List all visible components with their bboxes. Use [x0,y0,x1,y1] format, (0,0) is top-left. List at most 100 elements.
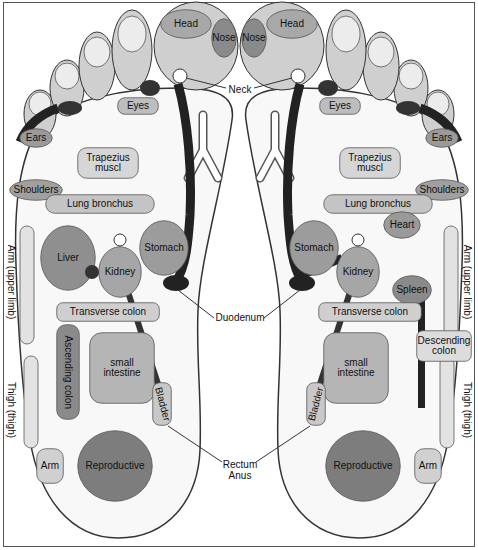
zone-fill [37,449,64,484]
reflex-zone: Kidney [98,246,142,298]
zone-label: Nose [212,33,235,44]
zone-label: Stomach [144,243,183,254]
zone-fill [57,303,160,322]
zone-fill [78,148,139,179]
zone-label: Transverse colon [332,307,408,318]
big-toe [240,2,324,90]
leader-line [178,290,214,318]
reflex-zone: Ascending colon [56,324,80,420]
thigh-strip [24,356,38,448]
reflex-zone: Bladder [306,382,326,426]
side-label: Arm (upper limb) [6,245,17,319]
zone-label: Reproductive [334,461,393,472]
reflex-zone: Eyes [319,97,361,115]
reflex-zone: Arm [36,448,64,484]
zone-label: Descending colon [416,336,472,357]
zone-fill [118,98,159,115]
zone-label: Trapezius muscl [341,153,399,174]
zone-fill [324,333,389,404]
reflex-zone: small intestine [323,332,389,404]
reflex-zone: Reproductive [325,430,401,502]
zone-fill [153,383,172,426]
zone-fill [340,148,401,179]
neck-circle [291,69,305,83]
zone-label: Ears [432,133,453,144]
zone-label: Spleen [396,285,427,296]
zone-fill [20,129,53,148]
zone-fill [212,19,237,58]
foot-outline [246,88,463,538]
zone-fill [242,19,267,58]
zone-label: Head [280,19,304,30]
zone-label: Transverse colon [70,307,146,318]
thigh-strip [440,356,454,448]
reflex-zone: Head [160,9,212,39]
zone-fill [307,383,326,426]
toe-tip [84,37,110,67]
zone-label: Shoulders [419,185,464,196]
toe [79,32,115,100]
reflex-zone: Ears [425,128,459,148]
reflex-zone: Lung bronchus [45,194,155,214]
zone-fill [319,303,422,322]
reflex-zone: Heart [383,211,421,239]
reflex-zone: Ears [19,128,53,148]
zone-label: Ears [26,133,47,144]
white-dot [352,234,364,246]
leader-lines [168,78,310,462]
zone-fill [161,10,212,39]
side-label: Arm (upper limb) [462,245,473,319]
zone-fill [46,195,155,214]
zone-label: Eyes [329,101,351,112]
zone-label: Kidney [343,267,374,278]
zone-label: Heart [390,220,414,231]
zone-fill [78,431,153,502]
dark-spot [140,80,160,96]
zone-fill [267,10,318,39]
reflex-zone: Lung bronchus [323,194,433,214]
leader-line [168,426,222,462]
toe-tip [332,16,360,52]
reflex-zone: Descending colon [416,330,472,362]
left-foot [16,2,238,538]
right-foot [240,2,462,538]
toe [112,10,152,90]
side-label: Thigh (thigh) [6,382,17,438]
zone-label: Arm [41,461,59,472]
dark-dot [85,265,99,279]
toe [363,32,399,100]
zone-fill [393,276,432,305]
zone-fill [140,221,189,276]
reflex-zone: Transverse colon [318,302,422,322]
zone-label: Lung bronchus [345,199,411,210]
zone-label: Reproductive [86,461,145,472]
reflex-zone: Eyes [117,97,159,115]
reflex-zone: Nose [241,18,267,58]
zone-fill [57,325,80,420]
zone-fill [415,449,442,484]
zone-fill [290,221,339,276]
white-dot [114,234,126,246]
zone-fill [384,212,421,239]
zone-label: Stomach [294,243,333,254]
neck-circle [173,69,187,83]
zone-label: Ascending colon [63,335,74,408]
zone-fill [417,331,472,362]
zone-label: Shoulders [13,185,58,196]
zone-fill [324,195,433,214]
zone-label: Liver [57,253,79,264]
reflex-zone: Reproductive [77,430,153,502]
zone-label: small intestine [96,358,148,379]
reflex-zone: Spleen [392,275,432,305]
reflex-zone: Trapezius muscl [77,147,139,179]
zone-label: Nose [242,33,265,44]
reflex-zone: Stomach [289,220,339,276]
big-toe [154,2,238,90]
zone-fill [90,333,155,404]
frame [4,3,475,547]
dark-spot [318,80,338,96]
dark-spot [58,101,82,115]
reflex-zone: Liver [40,225,96,291]
